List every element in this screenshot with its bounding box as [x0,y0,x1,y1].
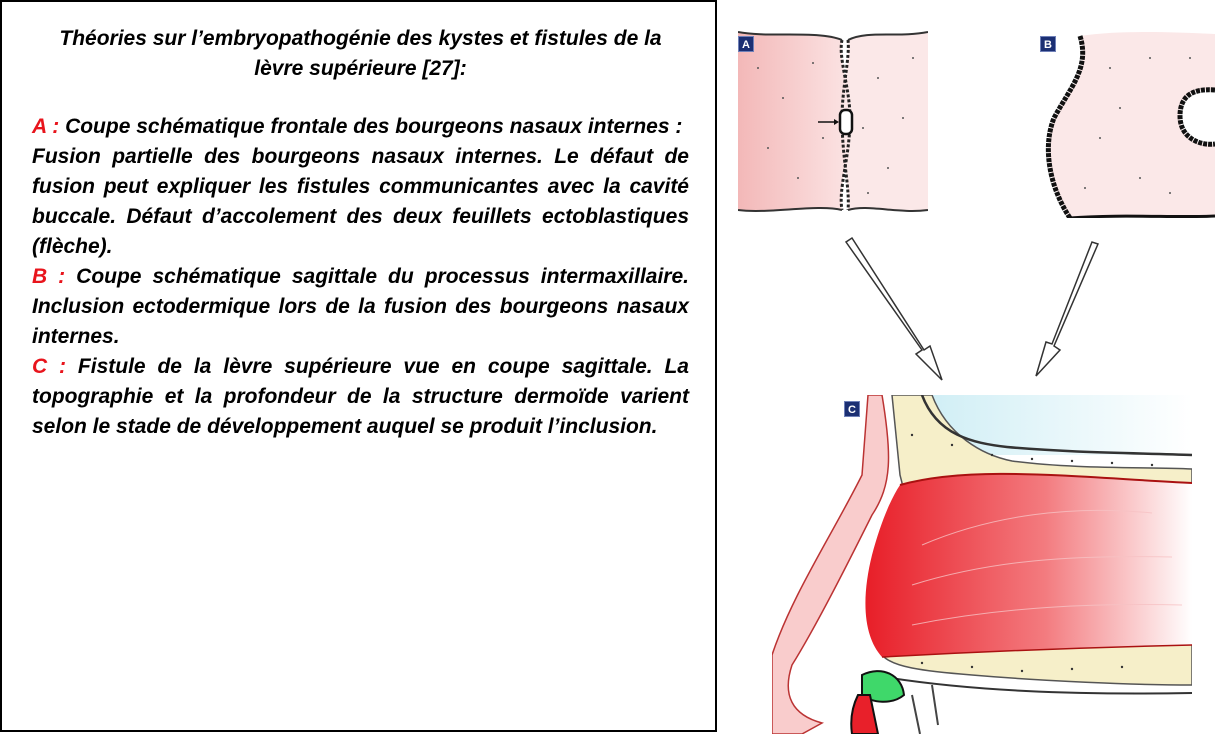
paragraph-a-title: Coupe schématique frontale des bourgeons… [65,115,682,138]
arrow-b-to-c [1036,242,1098,376]
key-b: B : [32,265,65,288]
figure-a-drawing [738,28,928,218]
paragraph-c-body: Fistule de la lèvre supérieure vue en co… [32,355,689,438]
paragraph-a-body: Fusion partielle des bourgeons nasaux in… [32,142,689,262]
figure-arrows [830,232,1223,392]
paragraph-b-body: Coupe schématique sagittale du processus… [32,265,689,348]
paragraph-b: B : Coupe schématique sagittale du proce… [32,262,689,352]
figure-a-label: A [738,36,754,52]
figure-c-drawing [772,395,1192,734]
panel-heading: Théories sur l’embryopathogénie des kyst… [32,24,689,84]
figure-c-label: C [844,401,860,417]
paragraph-c: C : Fistule de la lèvre supérieure vue e… [32,352,689,442]
arrow-a-to-c [846,238,942,380]
key-c: C : [32,355,66,378]
paragraph-a: A : Coupe schématique frontale des bourg… [32,112,689,142]
key-a: A : [32,115,59,138]
figure-b-label: B [1040,36,1056,52]
figure-b-sagittal-section: B [1040,28,1215,218]
figure-a-frontal-section: A [738,28,928,218]
figure-c-lip-fistula: C [772,395,1192,734]
description-panel: Théories sur l’embryopathogénie des kyst… [0,0,717,732]
figure-b-drawing [1040,28,1215,218]
